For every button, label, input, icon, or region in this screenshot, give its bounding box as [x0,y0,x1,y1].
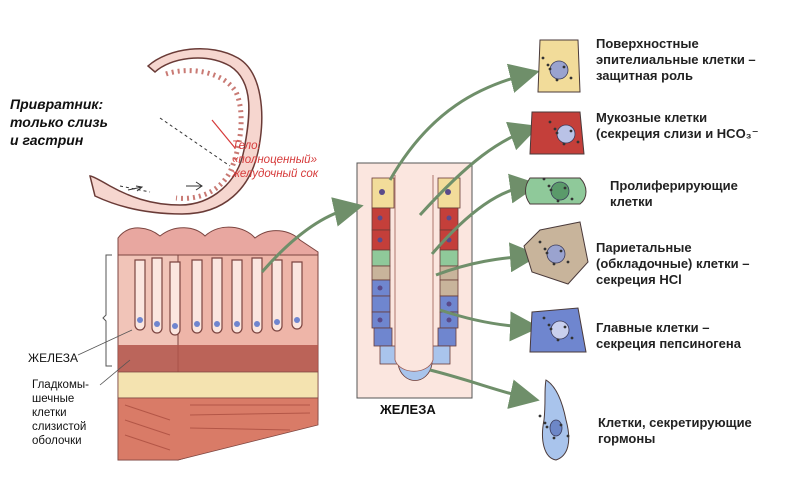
granule [538,240,542,244]
granule [552,262,556,266]
granule [563,325,567,329]
granule [566,434,570,438]
smooth-muscle-label: Гладкомы- шечные клетки слизистой оболоч… [32,379,89,447]
stomach-outline [89,48,263,215]
granule [562,65,566,69]
mucous-cell-nucleus [556,124,576,144]
granule [562,142,566,146]
granule [545,425,549,429]
granule [543,247,547,251]
granule [542,316,546,320]
granule [552,436,556,440]
granule [547,184,551,188]
granule [553,127,557,131]
cell-label-proliferating: Пролиферирующие клетки [610,178,738,209]
parietal-cell-nucleus [546,244,566,264]
granule [576,140,580,144]
cell-label-parietal: Париетальные (обкладочные) клетки – секр… [596,240,750,287]
hormone-cell-nucleus [549,419,563,437]
granule [541,56,545,60]
granule [547,323,551,327]
chief-cell-nucleus [550,320,570,340]
granule [569,129,573,133]
granule [549,188,553,192]
pylorus-label: Привратник: только слизь и гастрин [10,96,108,148]
granule [556,199,560,203]
granule [556,338,560,342]
granule [549,327,553,331]
cell-label-mucous: Мукозные клетки (секреция слизи и HCO₃⁻ [596,110,759,141]
granule [538,414,542,418]
granule [545,251,549,255]
granule [542,177,546,181]
granule [543,421,547,425]
granule [570,197,574,201]
granule [563,186,567,190]
cell-label-chief: Главные клетки – секреция пепсиногена [596,320,741,351]
granule [559,249,563,253]
granule [548,67,552,71]
cell-label-surface: Поверхностные эпителиальные клетки – защ… [596,36,756,83]
gland-panel [356,162,473,399]
cell-icons [523,39,589,461]
granule [555,131,559,135]
granule [555,78,559,82]
gland-label-center: ЖЕЛЕЗА [380,402,436,417]
granule [569,76,573,80]
proliferating-cell-nucleus [550,181,570,201]
granule [548,120,552,124]
stomach-wall-block [77,215,319,461]
granule [546,63,550,67]
cell-label-hormone: Клетки, секретирующие гормоны [598,415,752,446]
granule [570,336,574,340]
gland-label-left: ЖЕЛЕЗА [28,351,78,365]
granule [559,423,563,427]
arrows [260,63,540,409]
body-pointer [211,119,236,149]
granule [566,260,570,264]
body-label: Тело: «полноценный» желудочный сок [232,140,319,180]
surface-cell-nucleus [549,60,569,80]
